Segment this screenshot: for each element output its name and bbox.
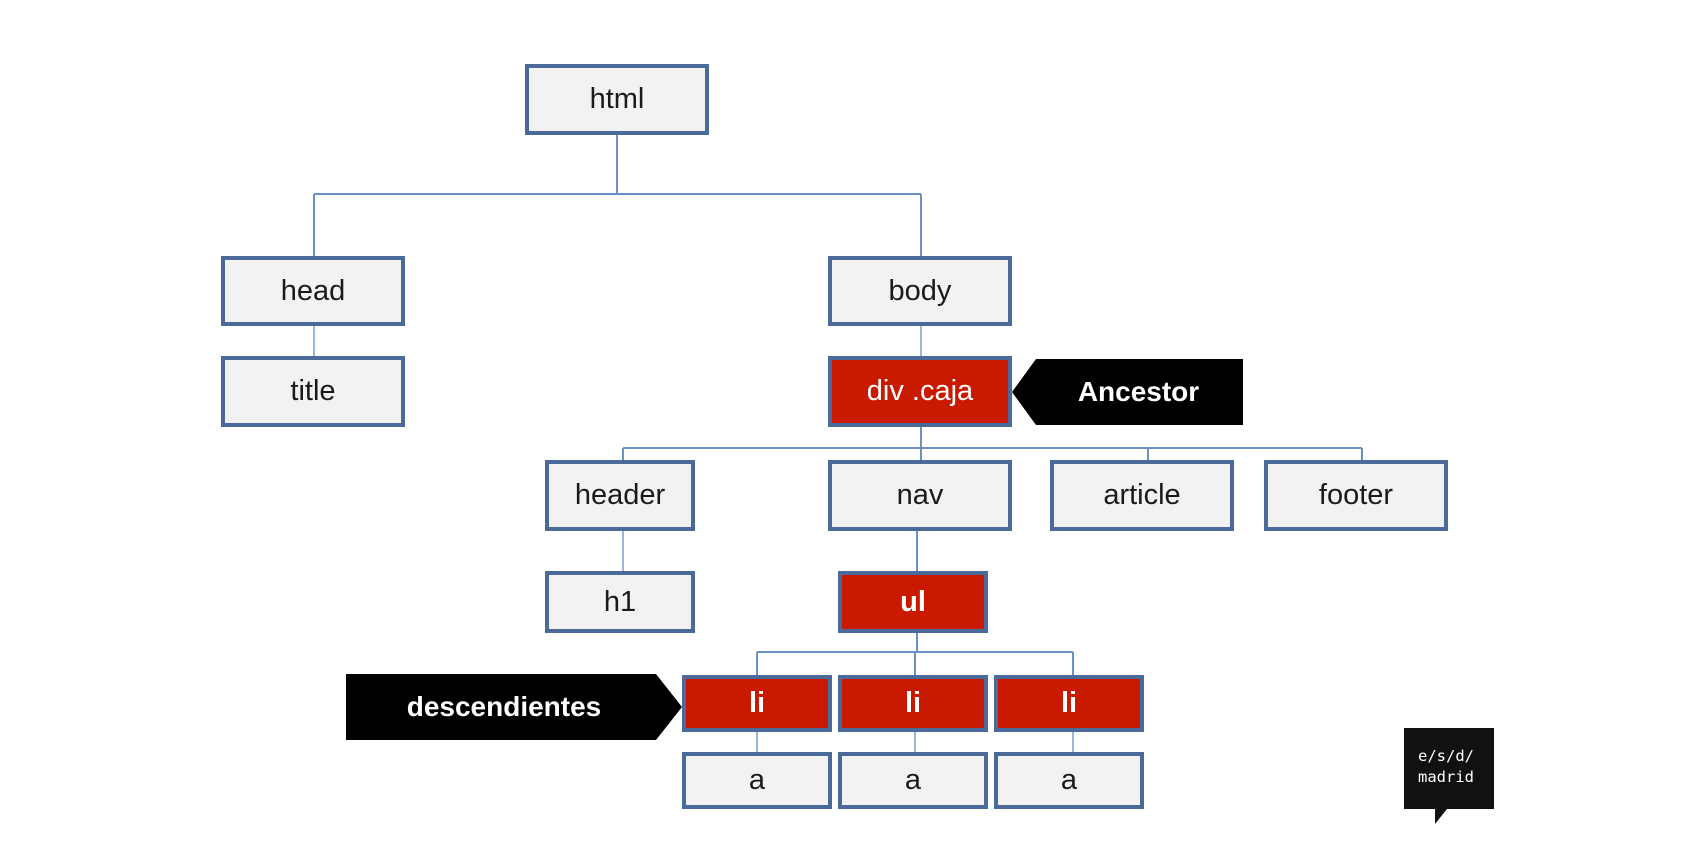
node-a-3: a — [994, 752, 1144, 809]
node-footer: footer — [1264, 460, 1448, 531]
connector-li-a — [756, 732, 1074, 752]
callout-arrow-right-icon — [346, 674, 682, 740]
node-div-caja: div .caja — [828, 356, 1012, 427]
speech-bubble-logo-icon — [1404, 728, 1494, 824]
node-nav: nav — [828, 460, 1012, 531]
connector-html-children — [313, 135, 922, 256]
node-body: body — [828, 256, 1012, 326]
descendants-label: descendientes — [406, 691, 602, 722]
node-title: title — [221, 356, 405, 427]
ancestor-callout: Ancestor — [1012, 359, 1243, 425]
connector-div-children — [622, 427, 1363, 460]
ancestor-label: Ancestor — [1077, 376, 1200, 407]
node-header: header — [545, 460, 695, 531]
node-html: html — [525, 64, 709, 135]
node-li-3: li — [994, 675, 1144, 732]
connector-ul-li — [756, 633, 1074, 675]
descendants-callout: descendientes — [346, 674, 682, 740]
node-a-1: a — [682, 752, 832, 809]
node-li-2: li — [838, 675, 988, 732]
node-h1: h1 — [545, 571, 695, 633]
node-a-2: a — [838, 752, 988, 809]
node-ul: ul — [838, 571, 988, 633]
logo-line-2: madrid — [1418, 768, 1474, 786]
node-li-1: li — [682, 675, 832, 732]
callout-arrow-left-icon — [1012, 359, 1243, 425]
node-article: article — [1050, 460, 1234, 531]
esd-madrid-logo: e/s/d/ madrid — [1404, 728, 1494, 824]
logo-line-1: e/s/d/ — [1418, 747, 1474, 765]
node-head: head — [221, 256, 405, 326]
